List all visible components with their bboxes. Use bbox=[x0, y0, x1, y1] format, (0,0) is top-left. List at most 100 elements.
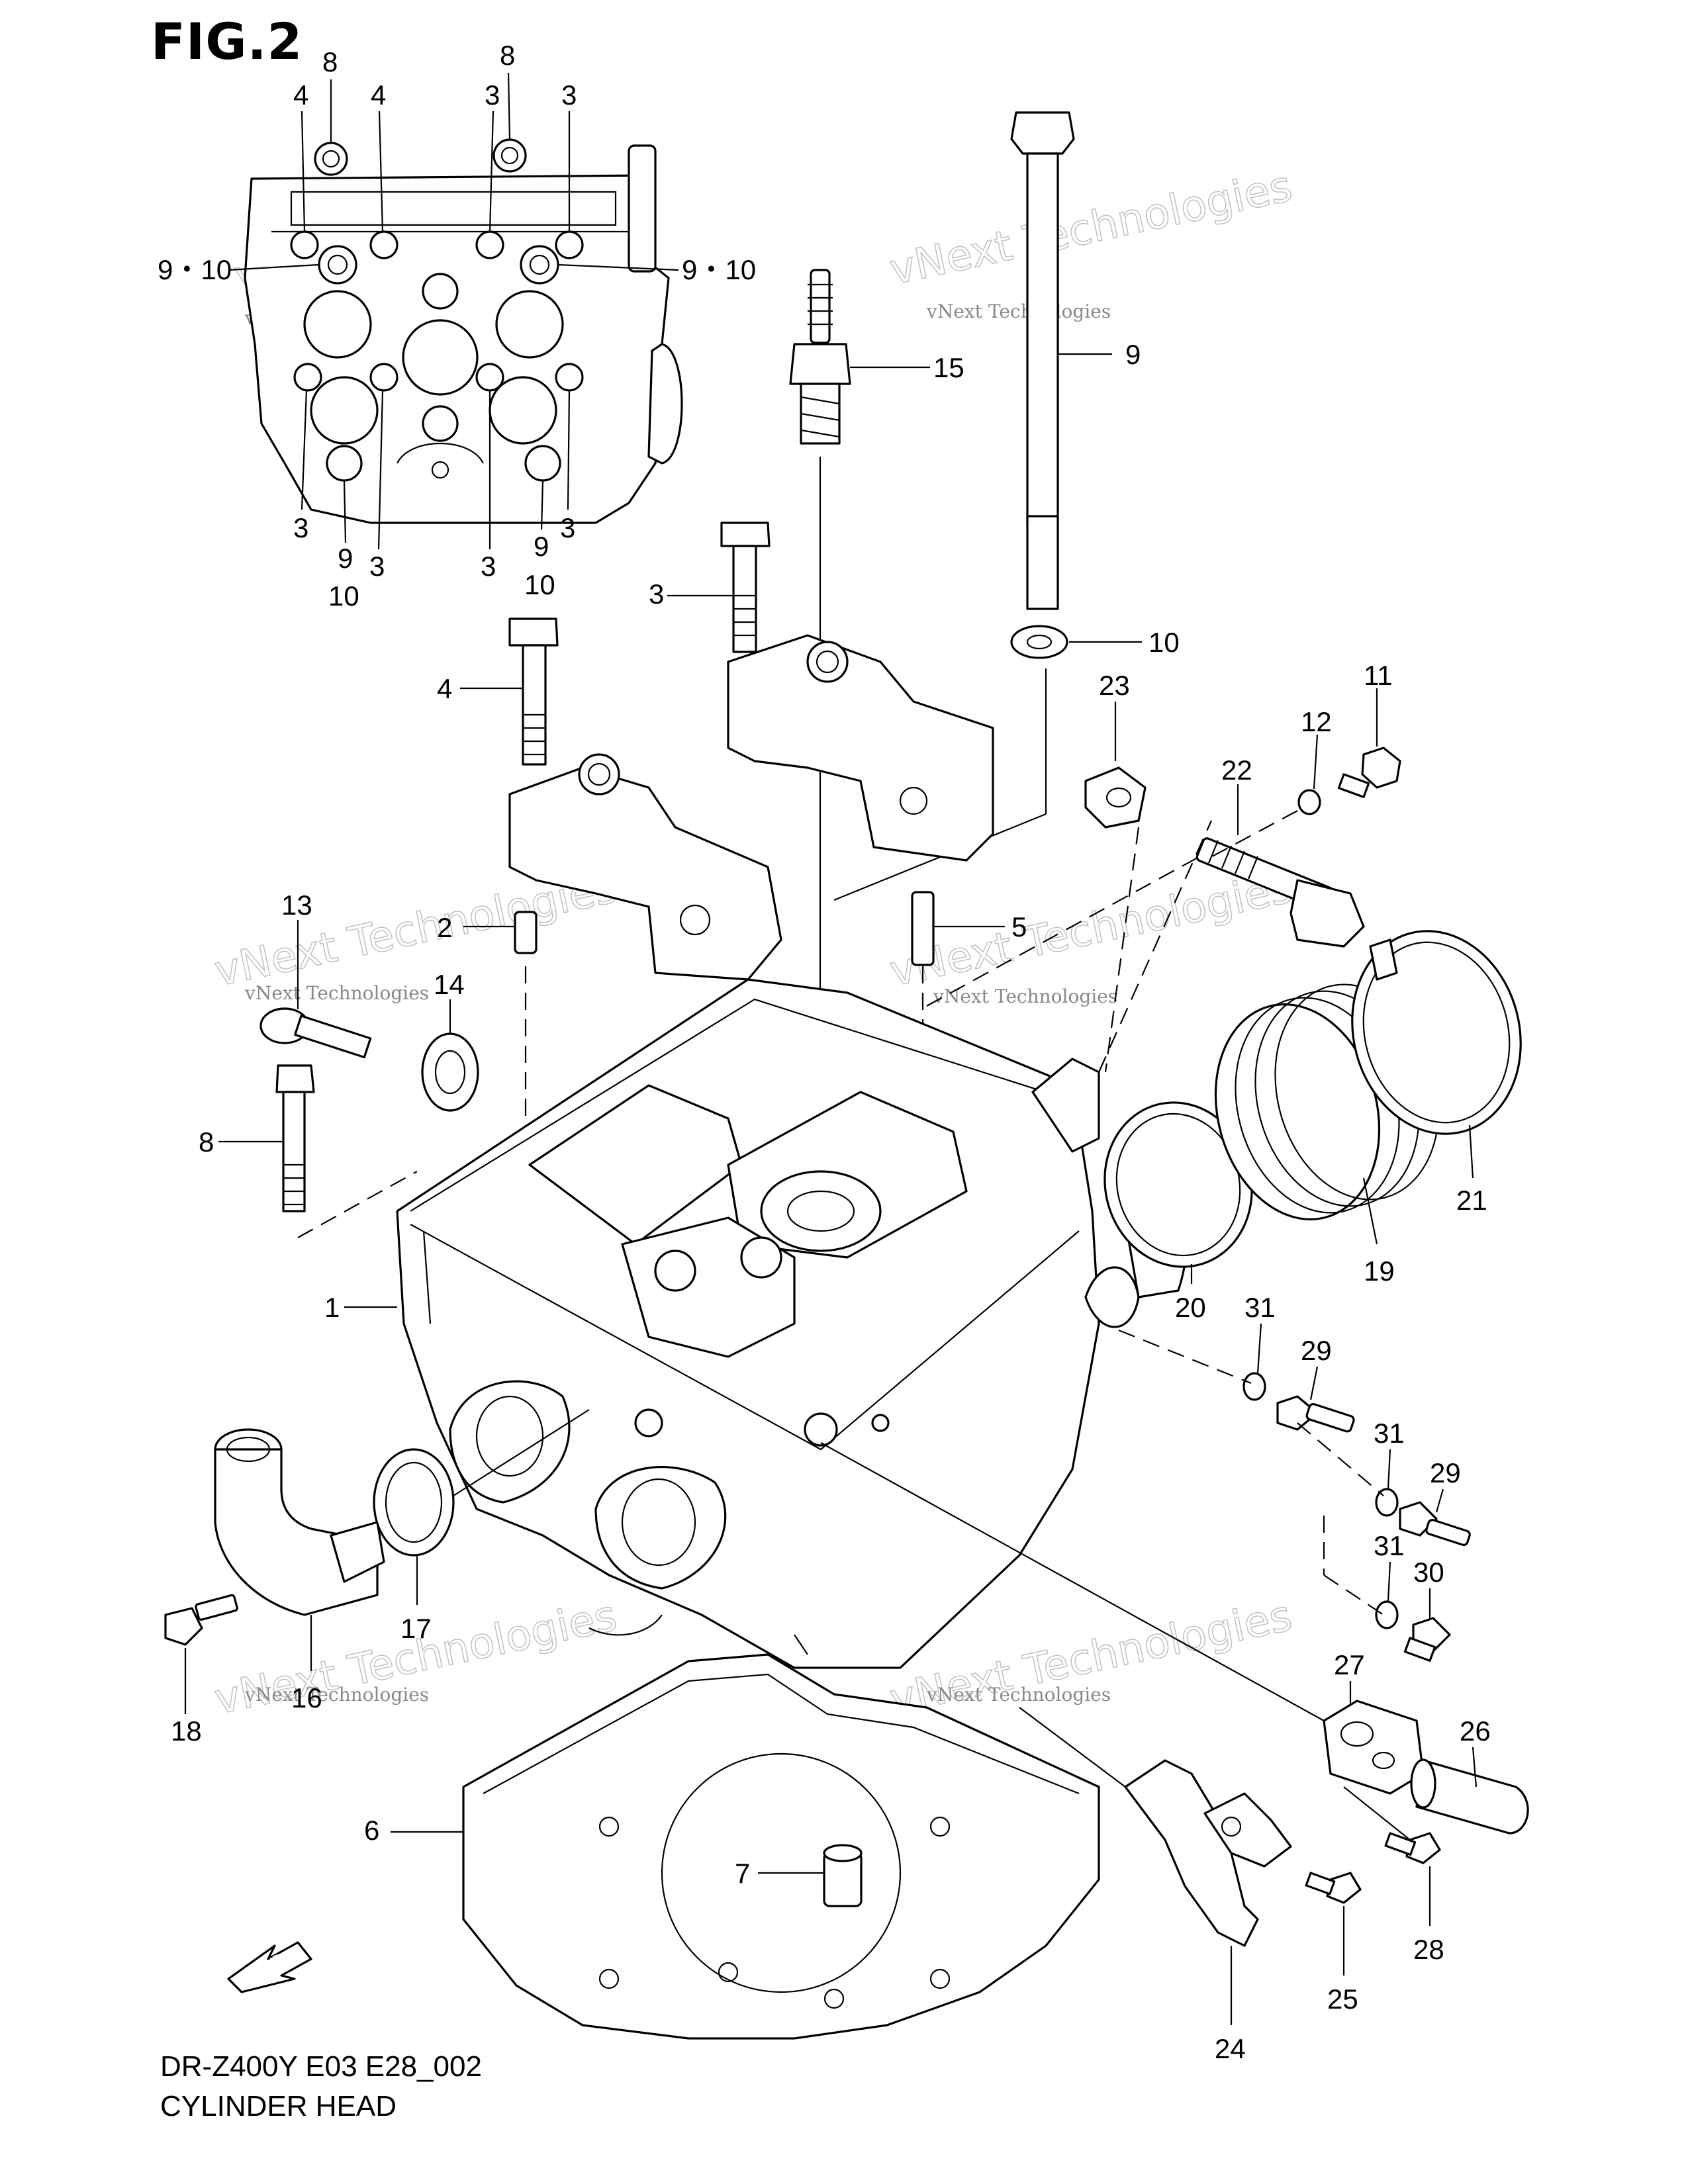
seal-17 bbox=[373, 1409, 590, 1605]
top-label-8a: 8 bbox=[322, 46, 338, 77]
screw-25 bbox=[1305, 1872, 1362, 1976]
svg-text:vNext Technologies: vNext Technologies bbox=[244, 1684, 429, 1706]
callout-29b: 29 bbox=[1430, 1457, 1461, 1488]
top-label-4a: 4 bbox=[293, 79, 308, 111]
callout-22: 22 bbox=[1221, 754, 1252, 786]
bolt-30 bbox=[1403, 1588, 1451, 1662]
callout-15: 15 bbox=[933, 352, 964, 383]
bolt-3 bbox=[667, 522, 771, 653]
top-view-labels: 8 8 4 4 3 3 9・10 9・10 3 9 10 3 3 9 10 3 bbox=[158, 40, 756, 612]
callout-labels: 1 2 3 4 5 6 7 8 9 10 11 12 13 14 15 16 1… bbox=[171, 339, 1491, 2064]
camshaft-cap-intake bbox=[508, 753, 782, 981]
bolt-26 bbox=[1410, 1747, 1529, 1835]
watermark-5: vNext Technologies vNext Technologies bbox=[210, 1591, 622, 1725]
callout-2: 2 bbox=[437, 912, 452, 943]
callout-18: 18 bbox=[171, 1715, 202, 1747]
callout-28: 28 bbox=[1413, 1934, 1444, 1965]
bolt-11 bbox=[1337, 688, 1401, 798]
callout-19: 19 bbox=[1364, 1255, 1395, 1287]
callout-5: 5 bbox=[1011, 911, 1027, 942]
callout-30: 30 bbox=[1413, 1557, 1444, 1588]
callout-23: 23 bbox=[1099, 670, 1130, 701]
svg-text:vNext Technologies: vNext Technologies bbox=[244, 982, 429, 1004]
sensor-13 bbox=[259, 920, 372, 1059]
callout-11: 11 bbox=[1364, 660, 1393, 691]
top-label-9a: 9 bbox=[338, 543, 353, 574]
callout-26: 26 bbox=[1460, 1715, 1491, 1747]
svg-text:vNext Technologies: vNext Technologies bbox=[933, 985, 1117, 1007]
watermark-4: vNext Technologies vNext Technologies bbox=[885, 863, 1297, 1007]
oil-line-dash bbox=[1118, 1329, 1384, 1615]
callout-7: 7 bbox=[735, 1858, 750, 1889]
model-code: DR-Z400Y E03 E28_002 bbox=[160, 2050, 482, 2083]
callout-1: 1 bbox=[324, 1292, 340, 1323]
bracket-27 bbox=[820, 1442, 1425, 1795]
callout-4: 4 bbox=[437, 673, 452, 704]
washer-31b bbox=[1375, 1449, 1399, 1517]
watermark-2: vNext Technologies vNext Technologies bbox=[885, 161, 1297, 322]
top-label-4b: 4 bbox=[371, 79, 386, 111]
banjo-bolt-29b bbox=[1399, 1488, 1471, 1547]
bolt-8 bbox=[218, 1064, 418, 1238]
bolt-22 bbox=[1196, 784, 1365, 948]
top-label-3e: 3 bbox=[481, 551, 496, 582]
water-pipe-16 bbox=[214, 1428, 385, 1671]
top-view-leaders bbox=[228, 72, 679, 550]
callout-9: 9 bbox=[1125, 339, 1141, 370]
callout-8: 8 bbox=[199, 1126, 214, 1158]
bolt-18 bbox=[164, 1594, 238, 1714]
top-label-3c: 3 bbox=[293, 512, 308, 543]
top-label-3f: 3 bbox=[560, 512, 575, 543]
callout-29a: 29 bbox=[1301, 1335, 1332, 1366]
callout-25: 25 bbox=[1327, 1983, 1358, 2015]
callout-13: 13 bbox=[281, 889, 312, 921]
cylinder-head-gasket-6 bbox=[391, 1653, 1100, 2040]
cylinder-head-body bbox=[344, 978, 1140, 1669]
callout-6: 6 bbox=[364, 1815, 379, 1846]
svg-text:vNext Technologies: vNext Technologies bbox=[886, 162, 1296, 295]
screw-28 bbox=[1343, 1786, 1441, 1926]
callout-21: 21 bbox=[1456, 1185, 1487, 1216]
callout-17: 17 bbox=[400, 1613, 432, 1644]
camshaft-cap-exhaust bbox=[727, 634, 994, 862]
dowel-pin-2 bbox=[463, 911, 538, 1191]
callout-20: 20 bbox=[1175, 1292, 1206, 1323]
callout-14: 14 bbox=[434, 969, 465, 1000]
guide-24 bbox=[1019, 1707, 1292, 2025]
callout-31c: 31 bbox=[1374, 1530, 1405, 1561]
svg-text:vNext Technologies: vNext Technologies bbox=[926, 1684, 1111, 1706]
washer-31c bbox=[1375, 1561, 1399, 1629]
washer-12 bbox=[1204, 734, 1321, 861]
callout-31a: 31 bbox=[1244, 1292, 1276, 1323]
top-label-9b: 9 bbox=[534, 531, 549, 562]
cylinder-head-top-view bbox=[244, 138, 683, 524]
callout-16: 16 bbox=[291, 1682, 322, 1713]
top-label-9-10a: 9・10 bbox=[158, 254, 232, 285]
diagram-name: CYLINDER HEAD bbox=[160, 2090, 397, 2122]
top-label-9-10b: 9・10 bbox=[682, 254, 756, 285]
callout-31b: 31 bbox=[1374, 1418, 1405, 1449]
clamp-21 bbox=[1351, 930, 1522, 1179]
top-label-10b: 10 bbox=[524, 569, 555, 600]
svg-text:vNext Technologies: vNext Technologies bbox=[926, 300, 1111, 322]
figure-title: FIG.2 bbox=[151, 12, 303, 71]
callout-24: 24 bbox=[1215, 2033, 1246, 2064]
nut-23 bbox=[1084, 702, 1147, 1073]
bolt-4 bbox=[460, 617, 559, 766]
top-label-3d: 3 bbox=[369, 551, 385, 582]
fwd-arrow: FWD bbox=[227, 1941, 312, 1993]
washer-31a bbox=[1243, 1323, 1266, 1401]
callout-3: 3 bbox=[649, 578, 664, 610]
top-label-3a: 3 bbox=[485, 79, 500, 111]
top-label-3b: 3 bbox=[561, 79, 577, 111]
top-label-10a: 10 bbox=[328, 580, 359, 612]
long-stud-bolt bbox=[1010, 111, 1112, 610]
top-label-8b: 8 bbox=[500, 40, 515, 71]
seal-14 bbox=[421, 999, 479, 1112]
callout-12: 12 bbox=[1301, 706, 1332, 737]
callout-10: 10 bbox=[1149, 627, 1180, 658]
svg-text:vNext Technologies: vNext Technologies bbox=[886, 864, 1296, 997]
banjo-bolt-29a bbox=[1276, 1366, 1355, 1433]
